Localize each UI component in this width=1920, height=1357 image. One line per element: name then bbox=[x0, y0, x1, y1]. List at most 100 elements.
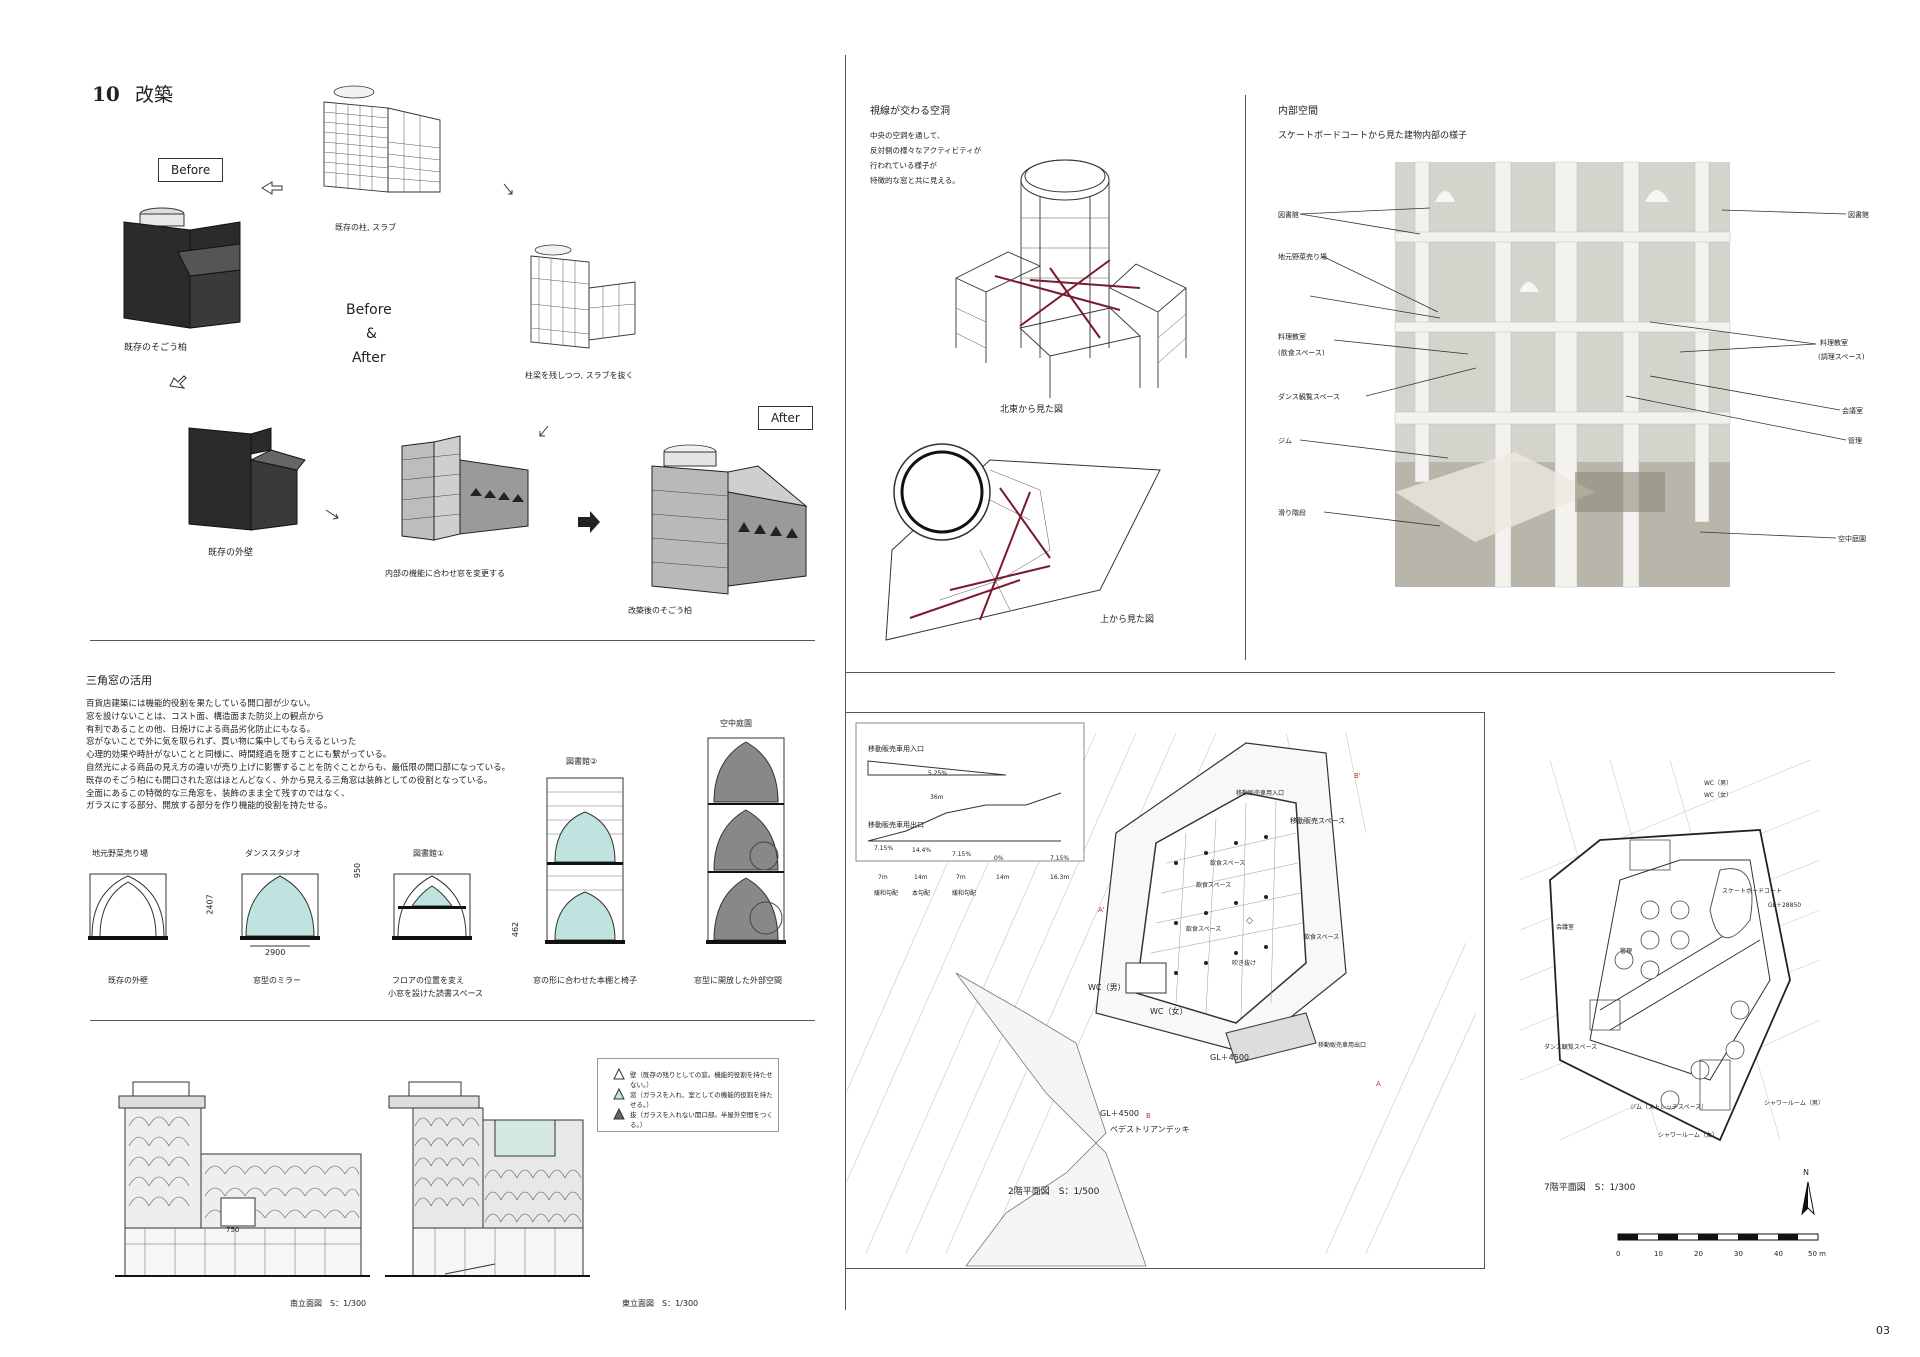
scale-tick-20: 20 bbox=[1694, 1250, 1703, 1258]
page-number: 03 bbox=[1876, 1324, 1890, 1337]
divider-right bbox=[845, 672, 1835, 673]
interior-label-library-left: 図書館 bbox=[1278, 211, 1299, 219]
interior-subheading: スケートボードコートから見た建物内部の様子 bbox=[1278, 131, 1468, 141]
plan7-label-dance: ダンス観覧スペース bbox=[1544, 1044, 1598, 1051]
scale-tick-40: 40 bbox=[1774, 1250, 1783, 1258]
window-item-5-top: 空中庭園 bbox=[720, 719, 752, 728]
interior-label-dining: (飲食スペース) bbox=[1278, 349, 1325, 357]
north-label: N bbox=[1803, 1168, 1809, 1177]
plan7-label-shower-men: シャワールーム（男） bbox=[1764, 1100, 1824, 1107]
caption-change-windows: 内部の機能に合わせ窓を変更する bbox=[385, 569, 505, 578]
legend-wall-text: 壁（既存の残りとしての窓。機能的役割を持たせない。） bbox=[630, 1071, 773, 1089]
window-item-2-drawing bbox=[240, 873, 320, 947]
triangle-para-line-3: 有利であることの他、日焼けによる商品劣化防止にもなる。 bbox=[86, 724, 316, 735]
plan2-drawing: ◇ bbox=[845, 722, 1477, 1267]
triangle-para-line-4: 窓がないことで外に気を取られず、買い物に集中してもらえるといった bbox=[86, 737, 357, 748]
section-title: 改築 bbox=[135, 84, 174, 106]
center-after: After bbox=[352, 350, 386, 366]
legend-wall-icon bbox=[613, 1067, 625, 1080]
plan2-label-entry: 移動販売車用入口 bbox=[1236, 790, 1285, 797]
caption-renovated: 改築後のそごう柏 bbox=[628, 606, 692, 615]
plan7-label-wc-men-top: WC（男） bbox=[1704, 780, 1733, 787]
caption-ne: 北東から見た図 bbox=[1000, 405, 1064, 415]
window-item-4-top: 図書館② bbox=[566, 757, 598, 766]
plan7-label-shower-women: シャワールーム（女） bbox=[1658, 1132, 1718, 1139]
divider-left-1 bbox=[90, 640, 815, 641]
plan7-title: 7階平面図 S：1/300 bbox=[1544, 1183, 1636, 1193]
triangle-para-line-6: 自然光による商品の見え方の違いが売り上げに影響することを防ぐことからも、最低限の… bbox=[86, 762, 511, 773]
window-item-5-drawing bbox=[706, 737, 786, 944]
plan2-slope-exit: 移動販売車用出口 bbox=[868, 821, 924, 829]
plan2-label-wc-men: WC（男） bbox=[1088, 983, 1126, 992]
bold-arrow bbox=[578, 511, 600, 533]
renovated-building-drawing bbox=[651, 444, 808, 595]
window-item-4-bottom: 窓の形に合わせた本棚と椅子 bbox=[533, 976, 637, 985]
interior-label-gym: ジム bbox=[1278, 437, 1292, 445]
plan2-title: 2階平面図 S：1/500 bbox=[1008, 1187, 1100, 1197]
divider-left-2 bbox=[90, 1020, 815, 1021]
legend-open-text: 抜（ガラスを入れない開口部。半屋外空間をつくる。） bbox=[630, 1111, 773, 1129]
window-item-2-bottom: 窓型のミラー bbox=[253, 976, 301, 985]
plan7-label-admin: 管理 bbox=[1620, 948, 1633, 955]
scale-tick-0: 0 bbox=[1616, 1250, 1621, 1258]
east-elevation-drawing bbox=[385, 1081, 590, 1277]
existing-building-drawing bbox=[123, 207, 241, 329]
triangle-para-line-9: ガラスにする部分、開放する部分を作り機能的役割を持たせる。 bbox=[86, 801, 333, 812]
plan2-label-vendor: 移動販売スペース bbox=[1290, 817, 1346, 825]
plan2-exit-len-3: 7m bbox=[956, 874, 966, 881]
plan2-exit-len-1: 7m bbox=[878, 874, 888, 881]
plan2-label-dining-3: 飲食スペース bbox=[1186, 926, 1222, 933]
triangle-para-line-5: 心理的効果や時計がないことと同様に、時間経過を隠すことにも繋がっている。 bbox=[86, 750, 392, 761]
interior-leader-lines bbox=[1299, 207, 1847, 539]
label-750: 750 bbox=[226, 1226, 240, 1234]
columns-slabs-drawing bbox=[323, 85, 441, 193]
plan2-mark-b-prime: B' bbox=[1354, 772, 1361, 780]
remove-slabs-drawing bbox=[530, 244, 636, 349]
triangle-para-line-1: 百貨店建築には機能的役割を果たしている開口部が少ない。 bbox=[86, 699, 316, 709]
legend-glass-text: 窓（ガラスを入れ、室としての機能的役割を持たせる。） bbox=[630, 1091, 773, 1109]
plan7-label-skate: スケートボードコート bbox=[1722, 888, 1783, 895]
caption-remove-slabs: 柱梁を残しつつ, スラブを抜く bbox=[525, 371, 634, 380]
plan7-label-meeting: 会議室 bbox=[1556, 924, 1575, 931]
void-desc-line-4: 特徴的な窓と共に見える。 bbox=[870, 176, 960, 185]
divider-right-vertical bbox=[1245, 95, 1246, 660]
caption-existing-sogo: 既存のそごう柏 bbox=[124, 343, 188, 353]
caption-columns-slabs: 既存の柱, スラブ bbox=[335, 223, 397, 232]
void-desc-line-3: 行われている様子が bbox=[870, 161, 937, 170]
scale-bar bbox=[1617, 1233, 1819, 1241]
void-axonometric-drawing bbox=[954, 159, 1187, 398]
plan2-label-exit: 移動販売車用出口 bbox=[1318, 1042, 1367, 1049]
window-item-3-drawing bbox=[392, 873, 472, 940]
void-desc: 中央の空洞を通して、 反対側の様々なアクティビティが 行われている様子が 特徴的… bbox=[870, 128, 981, 188]
plan2-label-dining-2: 飲食スペース bbox=[1196, 882, 1232, 889]
change-windows-drawing bbox=[401, 435, 529, 541]
plan2-exit-pct-5: 7.15% bbox=[1050, 855, 1070, 862]
plan2-exit-pct-3: 7.15% bbox=[952, 851, 972, 858]
dim-950: 950 bbox=[353, 862, 363, 879]
window-item-1-drawing bbox=[88, 873, 168, 940]
window-item-1-top: 地元野菜売り場 bbox=[92, 849, 148, 858]
window-item-3-top: 図書館① bbox=[413, 849, 445, 858]
plan2-label-wc-women: WC（女） bbox=[1150, 1007, 1188, 1016]
north-arrow-icon bbox=[1801, 1181, 1815, 1216]
window-item-3-bottom-1: フロアの位置を変え bbox=[392, 976, 464, 985]
svg-text:◇: ◇ bbox=[1246, 916, 1253, 926]
interior-label-cooking-left: 料理教室 bbox=[1278, 333, 1306, 341]
legend-glass-icon bbox=[613, 1087, 625, 1100]
plan2-label-dining-4: 飲食スペース bbox=[1304, 934, 1340, 941]
plan2-exit-pct-4: 0% bbox=[994, 855, 1004, 862]
void-heading: 視線が交わる空洞 bbox=[870, 106, 950, 117]
elevation-legend: 壁（既存の残りとしての窓。機能的役割を持たせない。） 窓（ガラスを入れ、室として… bbox=[597, 1058, 779, 1132]
center-amp: & bbox=[366, 326, 377, 342]
plan2-entry-pct: 5.25% bbox=[928, 770, 948, 777]
interior-label-kitchen: (調理スペース) bbox=[1818, 353, 1865, 361]
dim-462: 462 bbox=[511, 921, 521, 938]
triangle-paragraph: 百貨店建築には機能的役割を果たしている開口部が少ない。 窓を設けないことは、コス… bbox=[86, 698, 546, 813]
dim-2900: 2900 bbox=[265, 948, 286, 957]
plan2-exit-len-4: 14m bbox=[996, 874, 1010, 881]
plan7-label-gym: ジム（ストレッチスペース） bbox=[1630, 1104, 1708, 1111]
plan7-drawing bbox=[1519, 759, 1821, 1142]
east-elevation-title: 東立面図 S：1/300 bbox=[622, 1299, 699, 1308]
plan2-exit-pct-1: 7.15% bbox=[874, 845, 894, 852]
plan7-label-gl: GL＋28850 bbox=[1768, 902, 1802, 909]
